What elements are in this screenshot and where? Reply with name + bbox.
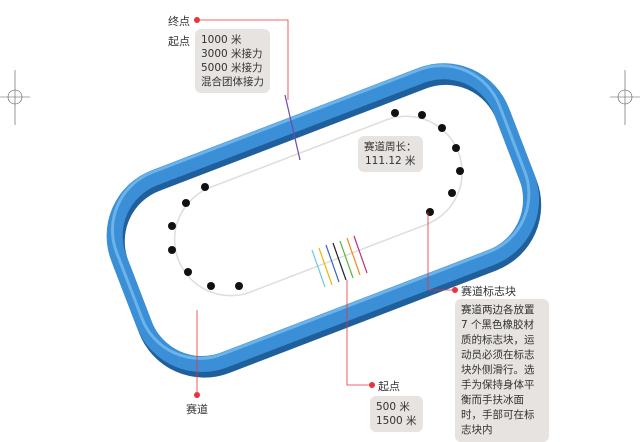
perimeter-box: 赛道周长： 111.12 米: [358, 136, 423, 172]
desc-line: 动员必须在标志: [461, 349, 535, 361]
event-item: 5000 米接力: [201, 62, 263, 74]
long-events-box: 1000 米 3000 米接力 5000 米接力 混合团体接力: [195, 29, 270, 93]
desc-line: 块外侧滑行。选: [461, 364, 535, 376]
start-label-top: 起点: [168, 35, 190, 48]
event-item: 3000 米接力: [201, 48, 263, 60]
finish-line: [284, 94, 301, 161]
crop-marks: [0, 70, 640, 125]
event-item: 1000 米: [201, 34, 242, 46]
finish-label: 终点: [168, 15, 190, 28]
start-lines: [311, 235, 368, 288]
desc-line: 质的标志块，运: [461, 334, 535, 346]
desc-line: 衡而手扶冰面: [461, 394, 524, 406]
marker-label: 赛道标志块: [461, 285, 516, 298]
desc-line: 7 个黑色橡胶材: [461, 319, 535, 331]
desc-line: 时，手部可在标: [461, 409, 535, 421]
marker-desc-box: 赛道两边各放置 7 个黑色橡胶材 质的标志块，运 动员必须在标志 块外侧滑行。选…: [455, 299, 549, 442]
track-label: 赛道: [186, 403, 208, 416]
event-item: 1500 米: [376, 415, 417, 427]
leader-dots: [194, 17, 458, 398]
perimeter-label: 赛道周长：: [364, 141, 417, 153]
start-label-bottom: 起点: [378, 380, 400, 393]
desc-line: 志块内: [461, 424, 493, 436]
event-item: 500 米: [376, 401, 410, 413]
short-events-box: 500 米 1500 米: [370, 396, 423, 432]
perimeter-value: 111.12 米: [364, 155, 416, 167]
event-item: 混合团体接力: [201, 76, 264, 88]
desc-line: 赛道两边各放置: [461, 304, 535, 316]
track-wall-top: [110, 64, 531, 360]
leader-lines: [196, 19, 455, 395]
desc-line: 手为保持身体平: [461, 379, 535, 391]
track-markers: [168, 109, 464, 290]
